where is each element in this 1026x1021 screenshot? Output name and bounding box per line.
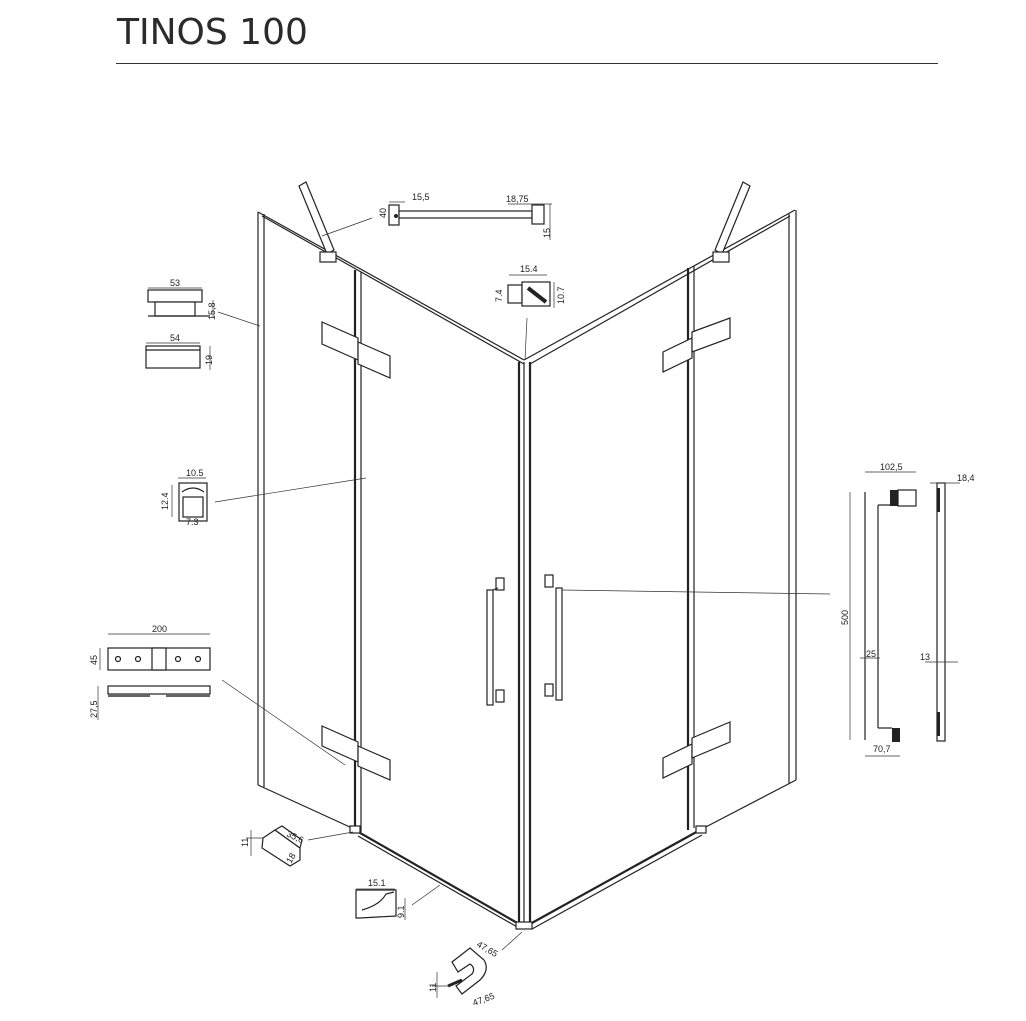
hinge-left-bottom [321, 725, 391, 781]
corner-cap-c: 11 [428, 983, 438, 992]
corner-cap-b: 47,65 [471, 991, 496, 1008]
wall-profile-2-width: 54 [170, 333, 180, 343]
hinge-depth: 27,5 [89, 700, 99, 718]
hinge-right-top [662, 317, 731, 373]
enclosure-frame [257, 209, 797, 930]
callout-wall-profile-1: 53 15,8 [147, 278, 217, 320]
support-bar-right [712, 181, 751, 263]
bottom-profile-height: 9.1 [396, 905, 406, 918]
door-seal-height: 12.4 [160, 492, 170, 510]
handle-side-width: 18,4 [957, 473, 975, 483]
end-cap-b: 18 [284, 851, 298, 865]
door-seal-width: 10.5 [186, 468, 204, 478]
callout-hinge: 200 45 27,5 [89, 624, 211, 720]
wall-profile-2-height: 19 [204, 355, 214, 365]
callout-wall-profile-2: 54 19 [145, 333, 214, 370]
door-seal-bottom: 7.3 [186, 517, 199, 527]
handle-height: 500 [840, 610, 850, 625]
handle-width: 102,5 [880, 462, 903, 472]
support-bar-dim-a: 15,5 [412, 192, 430, 202]
leader-lines [214, 217, 831, 951]
support-bar-left [298, 181, 337, 263]
title-divider [116, 63, 938, 64]
support-bar-dim-c: 40 [378, 208, 388, 218]
corner-profile-right: 10.7 [556, 286, 566, 304]
callout-door-seal: 10.5 12.4 7.3 [160, 468, 208, 527]
corner-profile-left: 7.4 [494, 289, 504, 302]
bottom-profile-width: 15.1 [368, 878, 386, 888]
handle-bar: 25 [866, 649, 876, 659]
wall-profile-1-height: 15,8 [207, 302, 217, 320]
hinge-width: 200 [152, 624, 167, 634]
support-bar-dim-d: 15 [542, 228, 552, 238]
hinge-left-top [321, 321, 391, 379]
hinge-height: 45 [89, 655, 99, 665]
callout-corner-profile: 15.4 7.4 10.7 [494, 264, 566, 308]
support-bar-dim-b: 18,75 [506, 194, 529, 204]
handle-side-bar: 13 [920, 652, 930, 662]
callout-handle: 102,5 500 25 70,7 18,4 13 [840, 462, 975, 757]
callout-end-cap: 11 35,6 18 [240, 825, 305, 867]
end-cap-c: 11 [240, 838, 250, 847]
handle-right [544, 574, 563, 701]
handle-bottom: 70,7 [873, 744, 891, 754]
hinge-right-bottom [662, 721, 731, 779]
callout-corner-cap: 11 47,65 47,65 [428, 939, 500, 1008]
page-title: TINOS 100 [117, 12, 308, 53]
handle-left [486, 577, 505, 706]
corner-profile-width: 15.4 [520, 264, 538, 274]
callout-bottom-profile: 15.1 9.1 [355, 878, 406, 920]
callout-support-bar: 15,5 18,75 40 15 [378, 192, 552, 240]
wall-profile-1-width: 53 [170, 278, 180, 288]
